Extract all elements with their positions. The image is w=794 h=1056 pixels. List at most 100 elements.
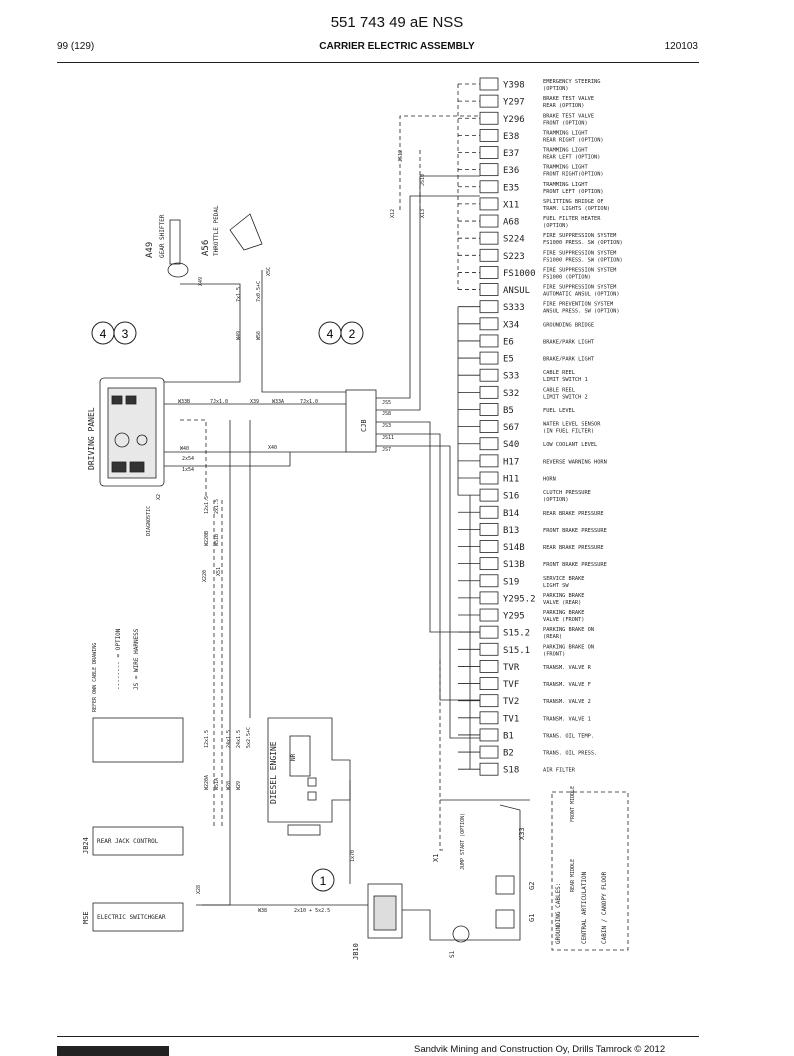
component-code: E6	[503, 337, 514, 347]
component-code: E36	[503, 166, 519, 176]
g2-box	[495, 875, 515, 895]
component-desc-2: VALVE (FRONT)	[543, 617, 584, 623]
label-refer-drawing: REFER OWN CABLE DRAWING	[92, 643, 98, 712]
component-box	[479, 77, 499, 91]
component-desc-2: (OPTION)	[543, 86, 569, 92]
component-box	[479, 591, 499, 605]
label-jb10: JB10	[352, 943, 360, 960]
component-desc: TRANSM. VALVE 1	[543, 716, 591, 722]
label-x40: X40	[268, 445, 277, 451]
label-w220a-gauge: 12x1.5	[204, 730, 210, 748]
component-desc-2: TRAM. LIGHTS (OPTION)	[543, 206, 610, 212]
component-code: B1	[503, 731, 514, 741]
component-desc-2: (REAR)	[543, 634, 562, 640]
component-code: H17	[503, 457, 519, 467]
label-rear-jack: REAR JACK CONTROL	[97, 838, 159, 845]
component-box	[479, 163, 499, 177]
label-w56: W56	[256, 331, 262, 340]
document-number: 551 743 49 aE NSS	[330, 14, 464, 31]
label-x49: X49	[198, 277, 204, 286]
label-g2: G2	[528, 882, 536, 890]
label-x51: X51	[216, 567, 222, 576]
s1-switch	[452, 925, 470, 943]
component-desc: BRAKE/PARK LIGHT	[543, 357, 595, 363]
component-box	[479, 180, 499, 194]
component-desc: SERVICE BRAKE	[543, 576, 584, 582]
label-w49-gauge: 7x1.5	[236, 287, 242, 302]
label-w38-gauge: 2x10 + 5x2.5	[294, 908, 330, 914]
component-code: S19	[503, 577, 519, 587]
component-code: S224	[503, 235, 525, 245]
component-box	[479, 574, 499, 588]
component-desc: TRANS. OIL TEMP.	[543, 733, 594, 739]
component-code: S15.2	[503, 629, 530, 639]
component-desc: PARKING BRAKE	[543, 610, 584, 616]
component-code: Y297	[503, 98, 525, 108]
component-desc-2: (FRONT)	[543, 651, 565, 657]
component-code: X11	[503, 200, 519, 210]
label-grounding-cables: GROUNDING CABLES:	[555, 883, 562, 944]
label-legend-js: JS = WIRE HARNESS	[133, 628, 140, 690]
component-desc-2: LIGHT SW	[543, 583, 569, 589]
label-w51a-gauge: 24x1.5	[226, 730, 232, 748]
label-w51a: W51A	[214, 778, 220, 790]
component-code: E35	[503, 183, 519, 193]
label-legend-option: -------- = OPTION	[115, 628, 122, 690]
label-js7: JS7	[382, 447, 391, 453]
component-desc: FIRE PREVENTION SYSTEM	[543, 302, 613, 308]
component-code: S223	[503, 252, 525, 262]
svg-text:1: 1	[320, 874, 327, 888]
label-w220b-gauge: 12x1.5	[204, 496, 210, 514]
component-box	[479, 94, 499, 108]
label-js11: JS11	[382, 435, 394, 441]
component-desc: FIRE SUPPRESSION SYSTEM	[543, 233, 616, 239]
component-code: Y296	[503, 115, 525, 125]
label-g1: G1	[528, 914, 536, 922]
component-desc-2: ANSUL PRESS. SW (OPTION)	[543, 309, 620, 315]
switchgear-box	[92, 902, 184, 932]
component-desc: TRANS. OIL PRESS.	[543, 751, 597, 757]
component-desc-2: REAR LEFT (OPTION)	[543, 155, 600, 161]
component-box	[479, 368, 499, 382]
label-w33a-gauge: 7Jx1.0	[300, 399, 318, 405]
svg-text:2: 2	[349, 327, 356, 341]
component-desc-2: (IN FUEL FILTER)	[543, 429, 594, 435]
component-code: FS1000	[503, 269, 536, 279]
label-w33b: W33B	[178, 399, 190, 405]
component-box	[479, 660, 499, 673]
label-w51b-gauge: 2x1.5	[214, 499, 220, 514]
component-desc-2: FRONT LEFT (OPTION)	[543, 189, 604, 195]
component-code: TV1	[503, 714, 519, 724]
label-front-middle: FRONT MIDDLE	[570, 786, 576, 822]
component-desc: CLUTCH PRESSURE	[543, 490, 591, 496]
label-w38: W38	[258, 908, 267, 914]
component-box	[479, 146, 499, 159]
component-box	[479, 762, 499, 776]
page-title: CARRIER ELECTRIC ASSEMBLY	[319, 41, 475, 52]
diesel-engine-outline	[267, 717, 351, 823]
component-box	[479, 488, 499, 502]
component-desc: PARKING BRAKE	[543, 593, 584, 599]
component-desc: TRANSM. VALVE 2	[543, 699, 591, 705]
component-desc: CABLE REEL	[543, 387, 575, 393]
label-w220a: W220A	[204, 775, 210, 790]
component-box	[479, 214, 499, 228]
gear-shifter	[169, 219, 181, 265]
